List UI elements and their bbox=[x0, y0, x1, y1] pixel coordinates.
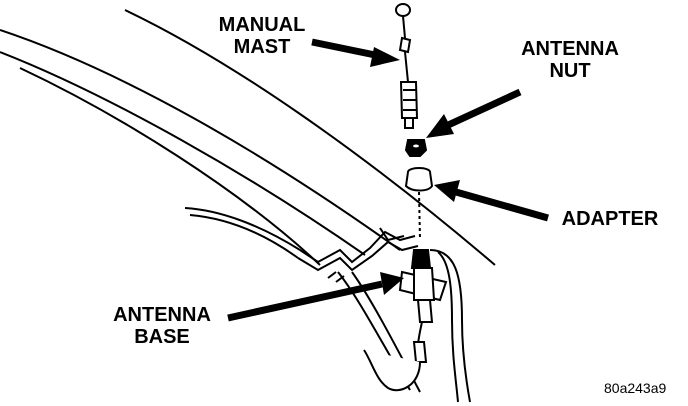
manual-mast-part bbox=[395, 3, 419, 129]
label-adapter: ADAPTER bbox=[561, 208, 659, 230]
label-antenna-base-line2: BASE bbox=[134, 326, 190, 348]
label-antenna-nut: ANTENNA NUT bbox=[508, 38, 632, 82]
label-manual-mast-line1: MANUAL bbox=[218, 14, 306, 36]
label-manual-mast-line2: MAST bbox=[233, 36, 291, 58]
label-antenna-base-line1: ANTENNA bbox=[113, 304, 211, 326]
label-antenna-nut-line1: ANTENNA bbox=[521, 38, 619, 60]
antenna-base-part bbox=[363, 249, 448, 392]
leader-arrows bbox=[227, 38, 549, 322]
arrow-antenna-nut bbox=[426, 88, 522, 138]
label-manual-mast: MANUAL MAST bbox=[206, 14, 318, 58]
label-antenna-base: ANTENNA BASE bbox=[100, 304, 224, 348]
arrow-adapter bbox=[434, 180, 549, 222]
antenna-nut-part bbox=[404, 139, 428, 157]
arrow-manual-mast bbox=[311, 38, 400, 67]
arrow-antenna-base bbox=[227, 272, 404, 322]
figure-id: 80a243a9 bbox=[604, 380, 667, 396]
fender-outline bbox=[0, 9, 496, 403]
adapter-part bbox=[404, 167, 434, 241]
label-antenna-nut-line2: NUT bbox=[549, 60, 591, 82]
